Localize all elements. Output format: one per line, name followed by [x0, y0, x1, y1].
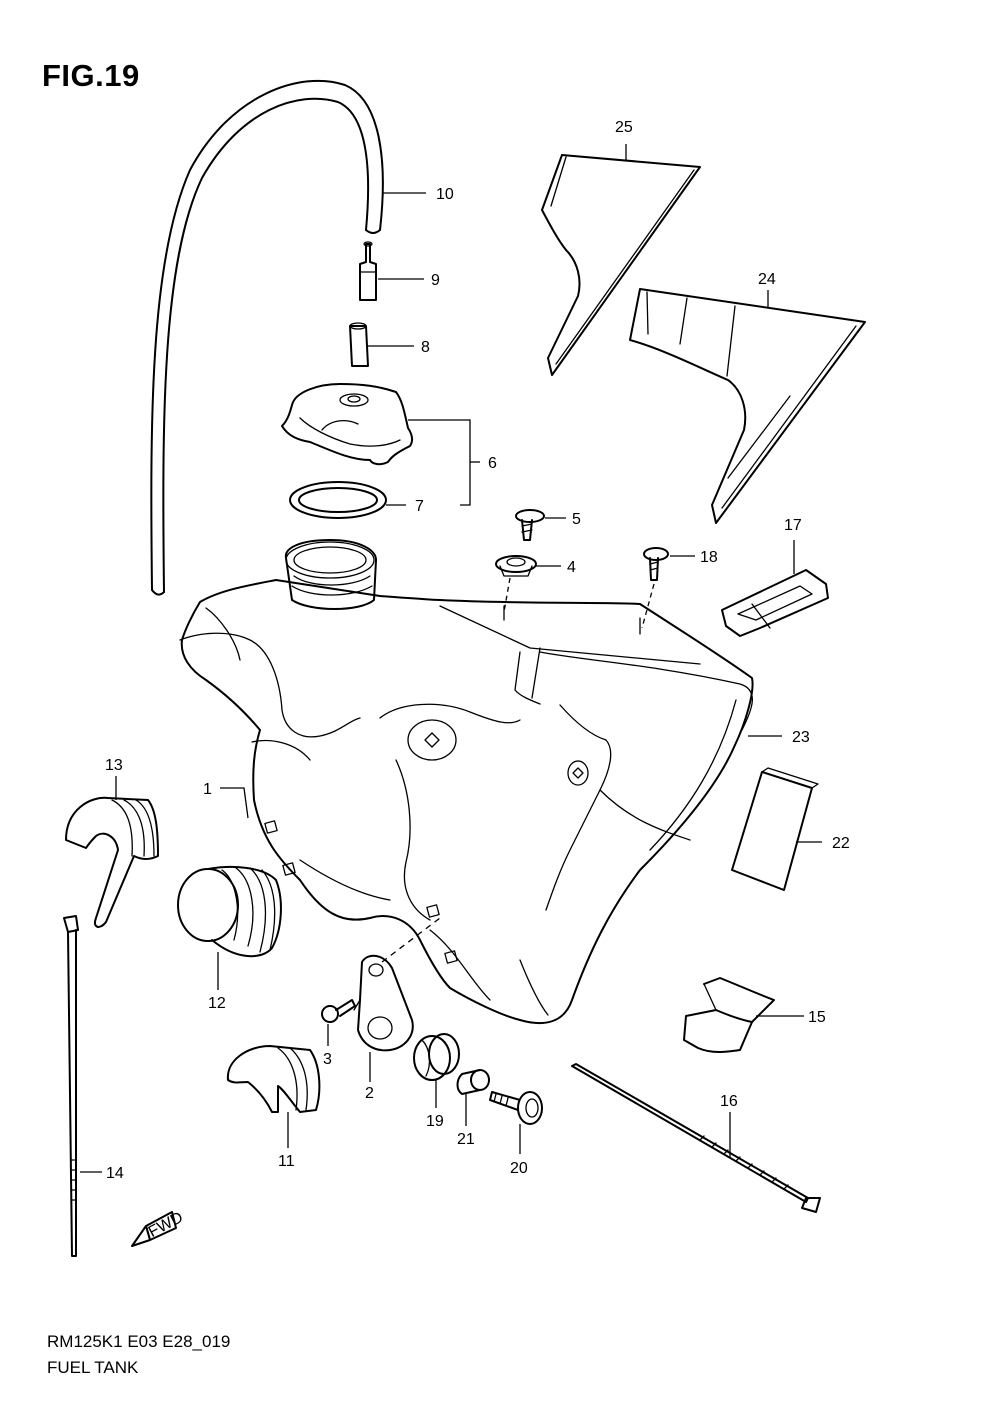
callout-1: 1 [203, 781, 212, 798]
callout-12: 12 [208, 995, 226, 1012]
rubber-cushion [683, 977, 775, 1053]
callout-25: 25 [615, 119, 633, 136]
callout-17: 17 [784, 517, 802, 534]
bracket-mount-line [381, 917, 441, 963]
callout-10: 10 [436, 186, 454, 203]
callout-5: 5 [572, 511, 581, 528]
callout-9: 9 [431, 272, 440, 289]
callout-11: 11 [278, 1153, 295, 1170]
fuel-cap [281, 383, 414, 466]
collar-21 [456, 1069, 490, 1095]
callout-24: 24 [758, 271, 776, 288]
rubber-band-12 [177, 865, 282, 958]
side-pad-upper [541, 154, 701, 376]
callout-21: 21 [457, 1131, 475, 1148]
grommet-19 [413, 1033, 460, 1081]
callout-13: 13 [105, 757, 123, 774]
tank-strap [721, 569, 829, 637]
callout-20: 20 [510, 1160, 528, 1177]
callout-18: 18 [700, 549, 718, 566]
callout-4: 4 [567, 559, 576, 576]
callout-6: 6 [488, 455, 497, 472]
fwd-arrow-icon: FWD [131, 1209, 186, 1247]
cap-gasket [289, 481, 387, 519]
damper-pad [731, 767, 819, 891]
fuel-tank [179, 539, 754, 1025]
callout-22: 22 [832, 835, 850, 852]
cable-tie-16 [571, 1063, 821, 1213]
callout-labels: 10 9 8 6 7 5 4 18 25 24 17 23 22 1 13 12… [105, 119, 850, 1182]
breather-pipe [349, 322, 369, 367]
screw-18 [643, 547, 669, 581]
bolt-20 [489, 1091, 543, 1125]
side-pad-lower [629, 288, 866, 524]
grommet-4 [495, 555, 537, 577]
leader-lines [80, 144, 822, 1173]
fwd-label: FWD [146, 1209, 186, 1241]
breather-valve [359, 241, 377, 301]
breather-hose [150, 79, 384, 596]
callout-16: 16 [720, 1093, 738, 1110]
callout-8: 8 [421, 339, 430, 356]
figure-title: FIG.19 [42, 58, 140, 93]
diagram-code: RM125K1 E03 E28_019 [47, 1332, 231, 1351]
tank-bracket [353, 954, 414, 1052]
hose-clamp-11 [226, 1045, 321, 1113]
diagram-name: FUEL TANK [47, 1358, 139, 1377]
callout-19: 19 [426, 1113, 444, 1130]
cable-tie-14 [63, 915, 79, 1257]
callout-23: 23 [792, 729, 810, 746]
callout-15: 15 [808, 1009, 826, 1026]
hose-clamp-13 [65, 796, 159, 928]
callout-14: 14 [106, 1165, 124, 1182]
screw-3 [321, 999, 356, 1023]
screw-5 [515, 509, 545, 541]
callout-2: 2 [365, 1085, 374, 1102]
callout-3: 3 [323, 1051, 332, 1068]
callout-7: 7 [415, 498, 424, 515]
